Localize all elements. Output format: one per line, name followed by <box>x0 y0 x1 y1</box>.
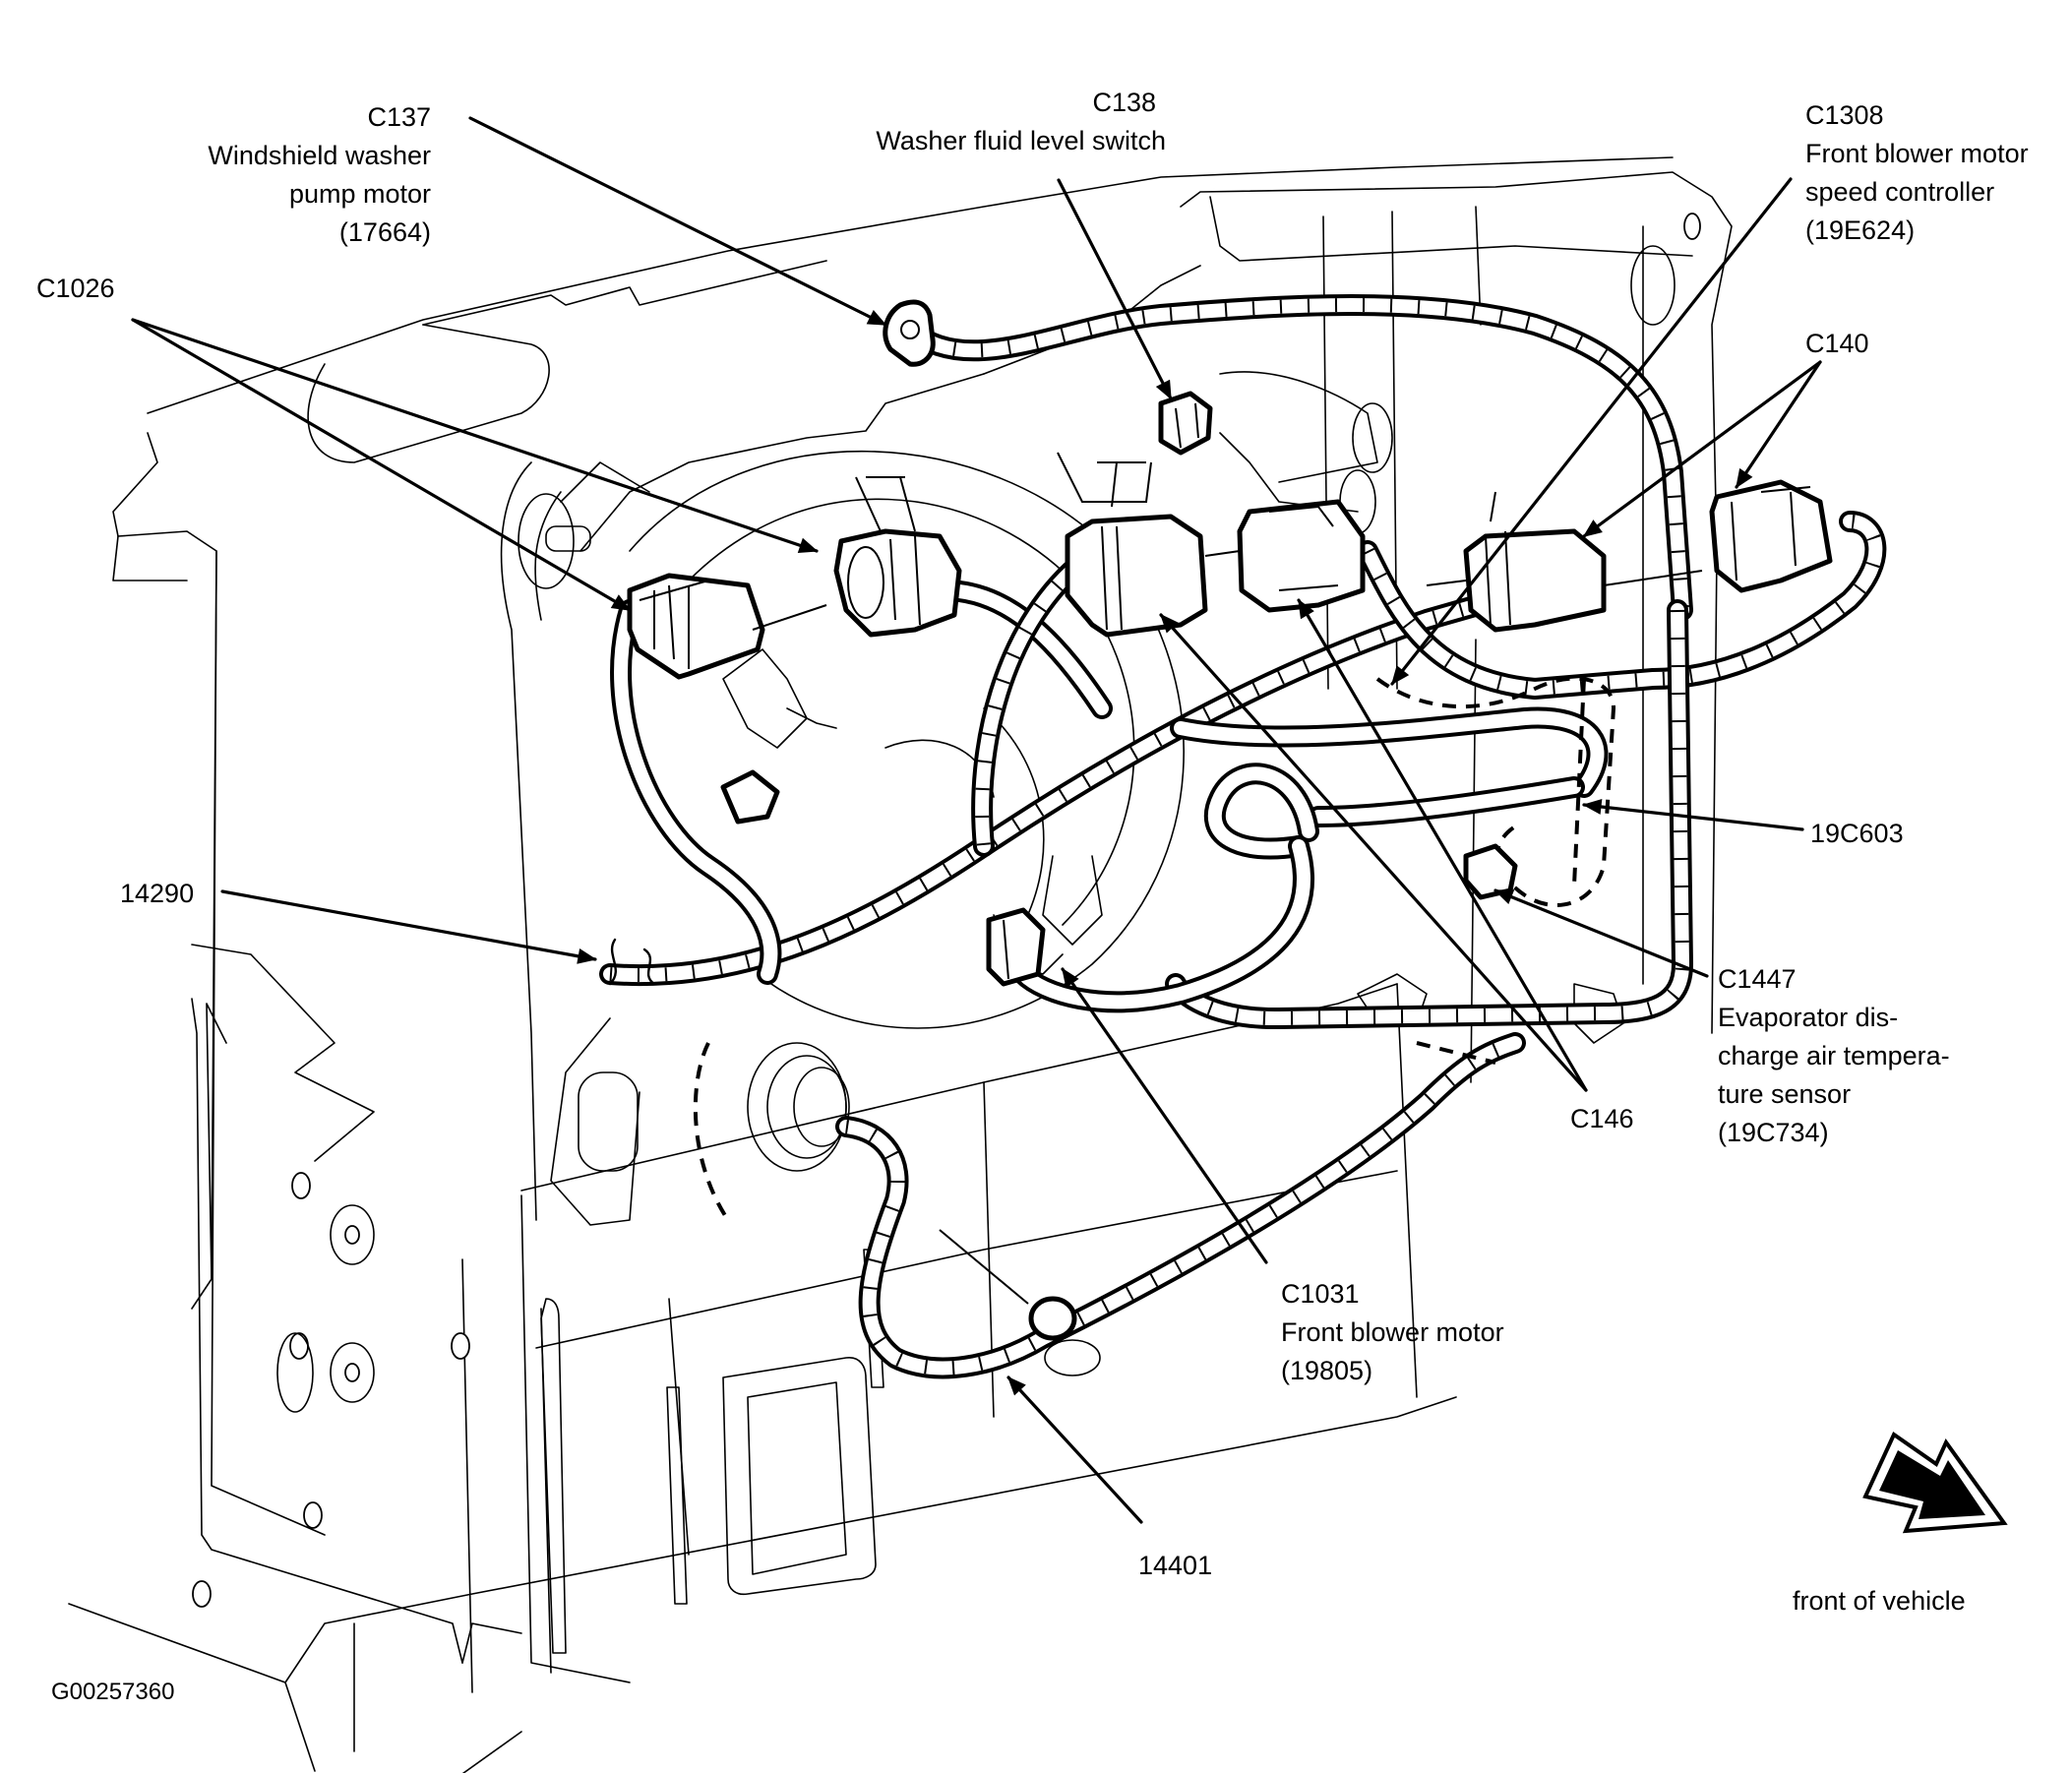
leader-c146-a <box>1159 613 1588 1092</box>
callout-c1308-id: C1308 <box>1805 100 1884 130</box>
connector-c1031 <box>986 907 1046 987</box>
harness-clip-14401 <box>939 1229 1101 1376</box>
callout-c1308-desc-1: Front blower motor <box>1805 139 2029 168</box>
leader-c1026-b <box>131 318 819 553</box>
leader-c140-b <box>1735 360 1822 489</box>
callout-c1308-part: (19E624) <box>1805 215 1916 245</box>
leader-lines <box>131 116 1822 1524</box>
harness-end-14290 <box>608 938 656 986</box>
callout-c1026-id: C1026 <box>36 274 115 303</box>
callout-c140-id: C140 <box>1805 329 1869 358</box>
front-direction-arrow-icon <box>1862 1431 2008 1534</box>
callout-c1031-part: (19805) <box>1281 1356 1373 1385</box>
callout-c137-desc-1: Windshield washer <box>208 141 431 170</box>
connector-c146-a <box>1057 452 1208 638</box>
leader-c146-b <box>1297 598 1588 1092</box>
connector-c1026-right <box>833 476 962 638</box>
connector-c137 <box>883 299 936 367</box>
callout-c137: C137 Windshield washer pump motor (17664… <box>208 98 431 252</box>
callout-c146: C146 <box>1570 1100 1634 1138</box>
connectors <box>608 299 1833 1376</box>
callout-c1031-desc: Front blower motor <box>1281 1317 1504 1347</box>
callout-c137-id: C137 <box>367 102 431 132</box>
leader-c140-a <box>1582 360 1822 538</box>
callout-c1031-id: C1031 <box>1281 1279 1360 1309</box>
callout-c138-desc: Washer fluid level switch <box>876 126 1166 155</box>
callout-14290-id: 14290 <box>120 879 195 908</box>
leader-c137 <box>468 116 887 327</box>
callout-c138-id: C138 <box>1092 88 1156 117</box>
callout-c137-part: (17664) <box>338 217 431 247</box>
callout-c1447-desc-3: ture sensor <box>1718 1079 1852 1109</box>
callout-c1308-desc-2: speed controller <box>1805 177 1995 207</box>
connector-c146-b <box>1204 499 1366 613</box>
callout-14401-id: 14401 <box>1138 1551 1213 1580</box>
callout-c1447-desc-1: Evaporator dis- <box>1718 1003 1899 1032</box>
connector-c140 <box>1709 479 1833 593</box>
leader-c1447 <box>1493 888 1709 978</box>
callout-c1026: C1026 <box>36 270 115 308</box>
vehicle-body-structure <box>68 156 1733 1773</box>
callout-c137-desc-2: pump motor <box>288 179 431 209</box>
connector-c1308 <box>1426 491 1703 633</box>
callout-14401: 14401 <box>1138 1547 1212 1585</box>
callout-c140: C140 <box>1805 325 1869 363</box>
connector-c1447 <box>1463 843 1518 900</box>
callout-c1447: C1447 Evaporator dis- charge air tempera… <box>1718 960 1950 1152</box>
callout-c1447-part: (19C734) <box>1718 1118 1829 1147</box>
leader-c1031 <box>1061 967 1268 1264</box>
wiring-harnesses <box>599 294 1887 1379</box>
callout-c1447-desc-2: charge air tempera- <box>1718 1041 1950 1070</box>
leader-14401 <box>1006 1376 1143 1524</box>
callout-c1308: C1308 Front blower motor speed controlle… <box>1805 96 2029 250</box>
callout-14290: 14290 <box>120 875 194 913</box>
connector-c1026-left <box>627 573 827 680</box>
leader-19c603 <box>1582 799 1804 831</box>
callout-c1031: C1031 Front blower motor (19805) <box>1281 1275 1504 1390</box>
leader-c1308 <box>1390 177 1793 686</box>
leader-14290 <box>220 889 597 964</box>
callout-19c603-id: 19C603 <box>1810 819 1904 848</box>
callout-c146-id: C146 <box>1570 1104 1634 1133</box>
front-of-vehicle-label: front of vehicle <box>1793 1586 1966 1616</box>
callout-c138: C138 Washer fluid level switch <box>841 84 1166 160</box>
leader-c138 <box>1057 178 1173 400</box>
harness-clip-left <box>720 769 780 825</box>
callout-c1447-id: C1447 <box>1718 964 1797 994</box>
leader-c1026-a <box>131 318 632 612</box>
connector-c138 <box>1158 391 1213 456</box>
figure-id: G00257360 <box>51 1679 175 1705</box>
callout-19c603: 19C603 <box>1810 815 1904 853</box>
